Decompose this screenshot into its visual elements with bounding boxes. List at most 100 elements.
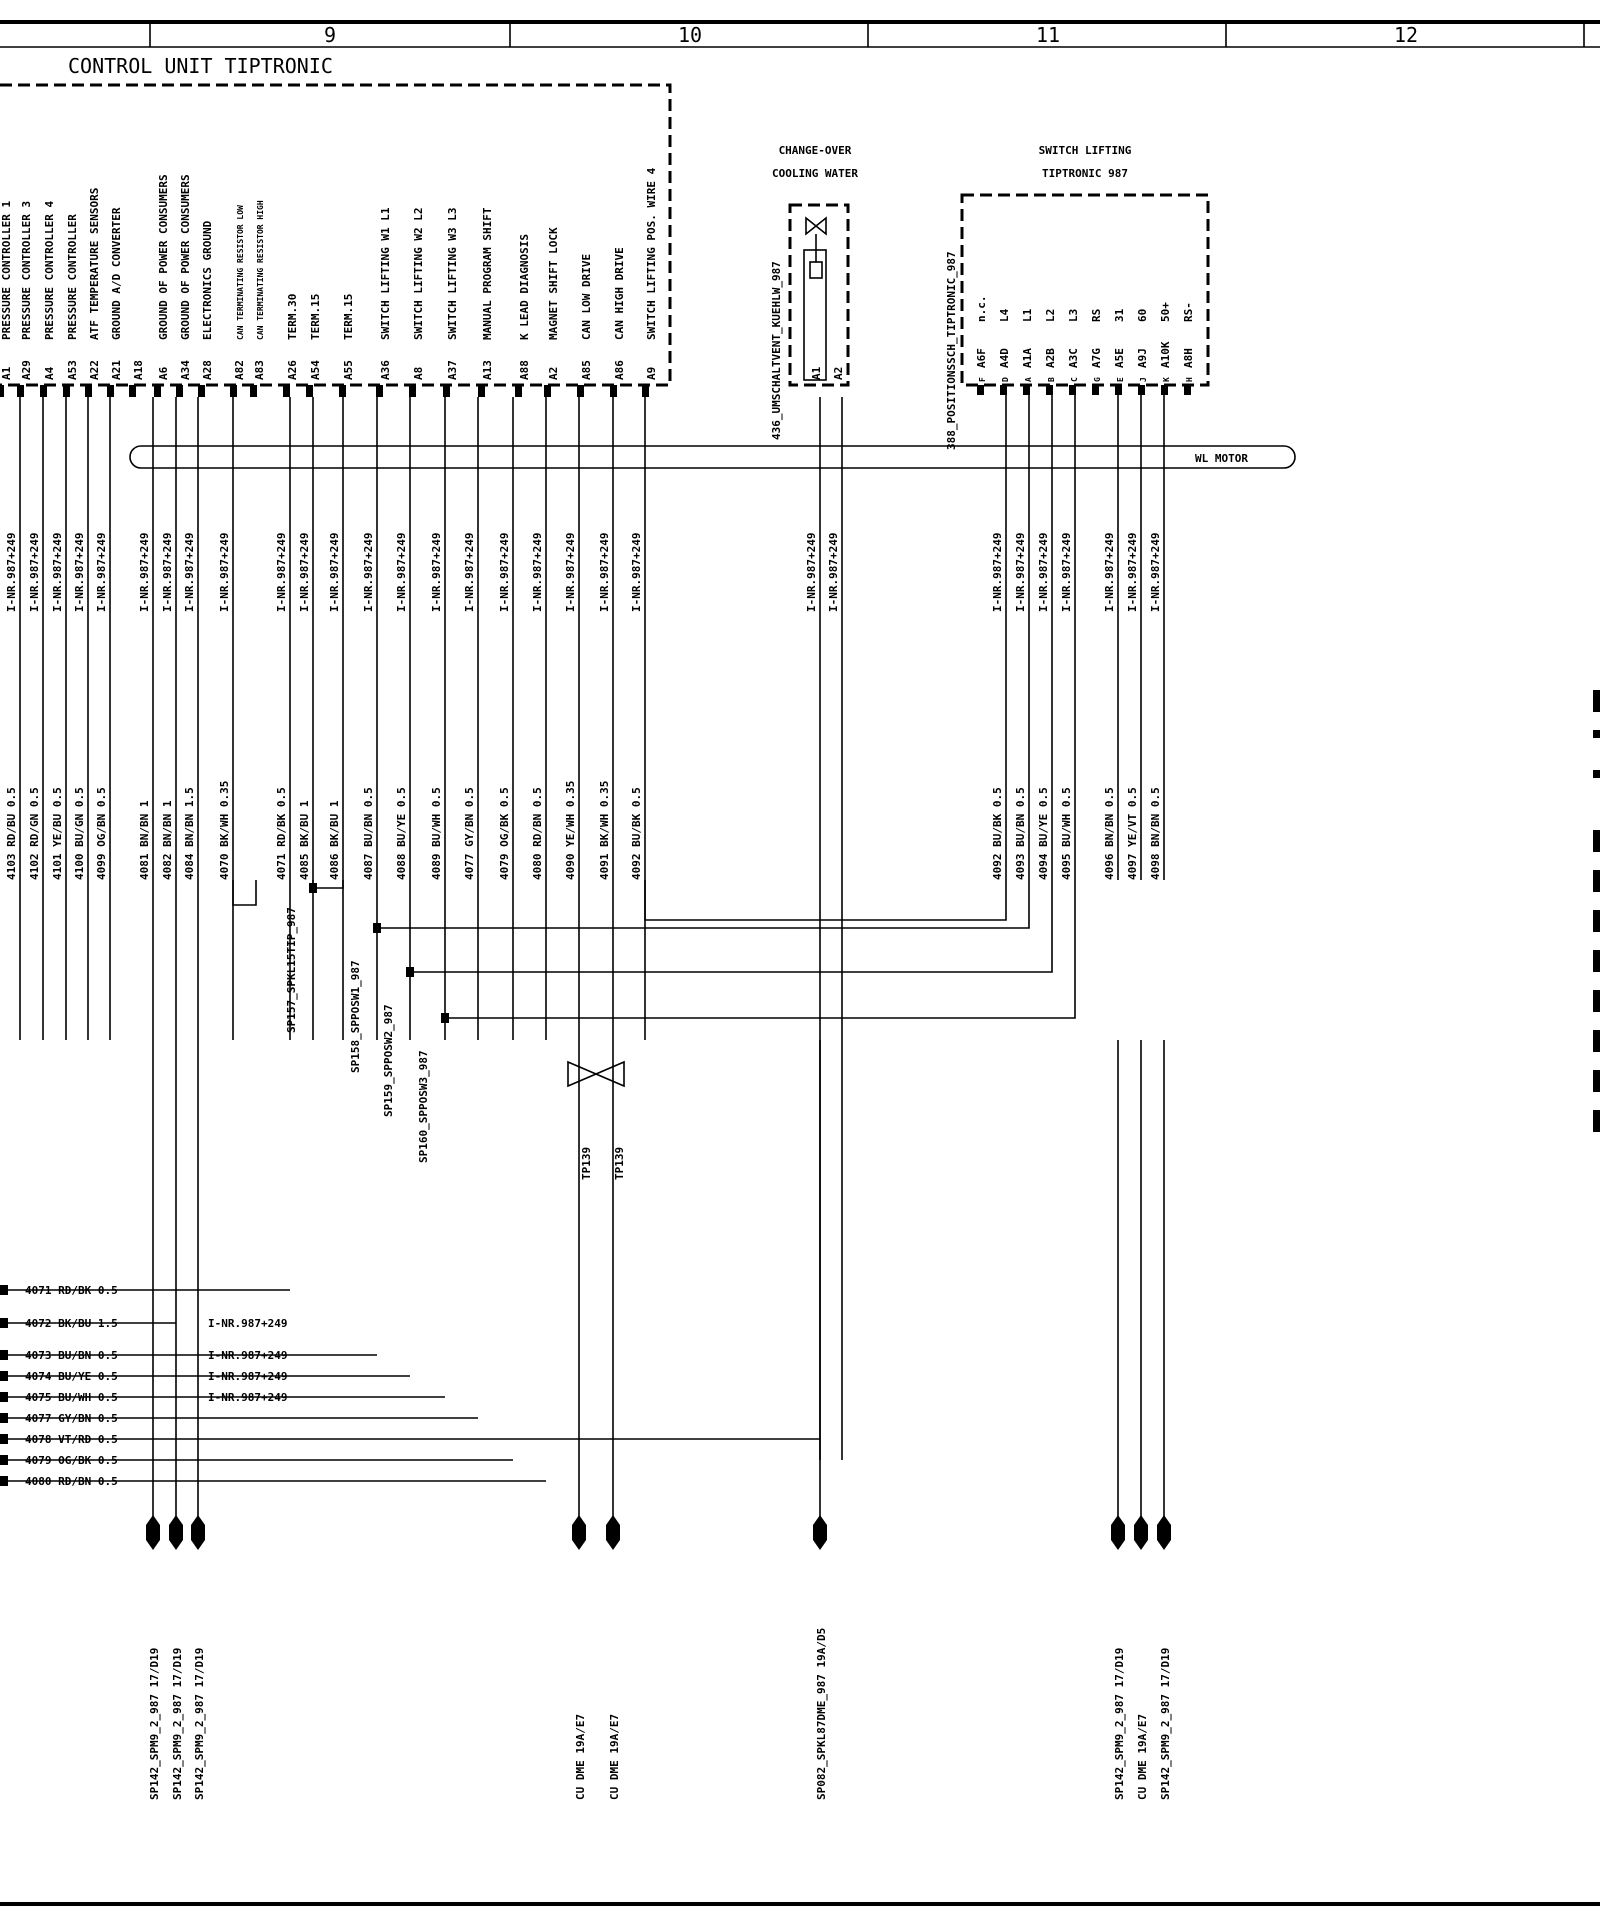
reference-label: SP142_SPM9_2_987 17/D19 [171,1648,184,1800]
cu-pin-number: A85 [580,360,593,380]
cu-pin-number: A9 [645,367,658,380]
wire-label: 4082 BN/BN 1 [161,800,174,880]
wire-inr-label: I-NR.987+249 [218,533,231,612]
cu-pin-label: GROUND A/D CONVERTER [110,207,123,340]
wire-inr-label: I-NR.987+249 [362,533,375,612]
connector-wire-label: 4073 BU/BN 0.5 [25,1349,118,1362]
terminal-arrow-icon [813,1515,827,1550]
connector-pin [0,1413,8,1423]
changeover-code: 436_UMSCHALTVENT_KUEHLW_987 [770,261,783,440]
connector-wire-label: 4075 BU/WH 0.5 [25,1391,118,1404]
wl-motor-harness: WL MOTOR [129,445,1296,469]
testpoint-label: TP139 [580,1147,593,1180]
terminal-arrow-icon [191,1515,205,1550]
connector-wire-label: 4078 VT/RD 0.5 [25,1433,118,1446]
wire-label: 4091 BK/WH 0.35 [598,781,611,880]
terminal-arrow-icon [572,1515,586,1550]
cu-pin-number: A34 [179,360,192,380]
cu-pin-terminal [478,385,485,397]
column-number-10: 10 [678,23,702,47]
sw-pin-terminal [1046,385,1053,395]
switch-wire-inr-label: I-NR.987+249 [1060,533,1073,612]
cu-pin-number: A29 [20,360,33,380]
sw-pin-label: L1 [1021,308,1034,322]
sw-pin-terminal [1138,385,1145,395]
cu-pin-label: CAN TERMINATING RESISTOR LOW [236,205,245,340]
sw-pin-letter: K [1162,377,1171,382]
splice-label: SP158_SPPOSW1_987 [349,960,362,1073]
sw-pin-number: A8H [1182,348,1195,368]
cu-pin-number: A83 [253,360,266,380]
sw-pin-label: 50+ [1159,302,1172,322]
cu-pin-label: SWITCH LIFTING W2 L2 [412,208,425,340]
sw-pin-terminal [1069,385,1076,395]
terminal-arrow-icon [1134,1515,1148,1550]
frame: 9 10 11 12 [0,20,1600,1906]
reference-label: CU DME 19A/E7 [1136,1714,1149,1800]
sw-pin-terminal [1023,385,1030,395]
column-number-11: 11 [1036,23,1060,47]
sw-pin-number: A9J [1136,348,1149,368]
cu-pin-label: K LEAD DIAGNOSIS [518,234,531,340]
cu-pin-terminal [107,385,114,397]
cu-pin-terminal [544,385,551,397]
sw-pin-label: L3 [1067,309,1080,322]
wire-label: 4099 OG/BN 0.5 [95,787,108,880]
connector-pin [0,1455,8,1465]
sw-pin-number: A7G [1090,348,1103,368]
wire-label: 4084 BN/BN 1.5 [183,787,196,880]
switch-wire-label: 4093 BU/BN 0.5 [1014,787,1027,880]
connector-pin [0,1350,8,1360]
wire-label: 4088 BU/YE 0.5 [395,787,408,880]
wire-label: 4101 YE/BU 0.5 [51,787,64,880]
connector-pin [0,1434,8,1444]
switch-lifting-code: 388_POSITIONSSCH_TIPTRONIC_987 [945,251,958,450]
cu-pin-number: A82 [233,360,246,380]
cu-pin-terminal [17,385,24,397]
sw-pin-label: n.c. [975,296,988,323]
connector-wire-label: 4080 RD/BN 0.5 [25,1475,118,1488]
valve-icon [803,216,827,381]
cu-pin-number: A28 [201,360,214,380]
cu-pin-terminal [176,385,183,397]
switch-wire-inr-label: I-NR.987+249 [991,533,1004,612]
connector-inr-label: I-NR.987+249 [208,1370,287,1383]
cu-pin-label: PRESSURE CONTROLLER 4 [43,201,56,340]
wire-inr-label: I-NR.987+249 [161,533,174,612]
wire-inr-label: I-NR.987+249 [275,533,288,612]
cu-pin-label: SWITCH LIFTING W1 L1 [379,207,392,340]
sw-pin-number: A3C [1067,348,1080,368]
cu-pin-label: ATF TEMPERATURE SENSORS [88,188,101,340]
cu-pin-label: CAN HIGH DRIVE [613,247,626,340]
wire-label: 4087 BU/BN 0.5 [362,787,375,880]
switch-wire-label: 4094 BU/YE 0.5 [1037,787,1050,880]
cu-pin-terminal [85,385,92,397]
wire-inr-label: I-NR.987+249 [564,533,577,612]
sw-pin-letter: G [1093,377,1102,382]
link-sp157 [312,880,344,889]
connector-pin [0,1285,8,1295]
cu-pin-label: TERM.30 [286,294,299,340]
link-4092 [644,880,1007,921]
cu-pin-label: TERM.15 [342,294,355,340]
cu-pin-label: GROUND OF POWER CONSUMERS [179,174,192,340]
wire-inr-label: I-NR.987+249 [598,533,611,612]
sw-pin-letter: D [1001,377,1010,382]
cu-pin-terminal [339,385,346,397]
cu-pin-terminal [306,385,313,397]
reference-label: SP142_SPM9_2_987 17/D19 [193,1648,206,1800]
wire-inr-label: I-NR.987+249 [51,533,64,612]
sw-pin-letter: B [1047,377,1056,382]
column-number-12: 12 [1394,23,1418,47]
connector-wire-label: 4079 OG/BK 0.5 [25,1454,118,1467]
link-sp159 [410,880,1053,973]
sw-pin-terminal [1000,385,1007,395]
changeover-pin-a2: A2 [832,367,845,380]
cu-pin-terminal [642,385,649,397]
wire-inr-label: I-NR.987+249 [498,533,511,612]
sw-pin-label: 31 [1113,308,1126,322]
cu-pin-terminal [230,385,237,397]
splice-dot [373,923,381,933]
wire-inr-label: I-NR.987+249 [298,533,311,612]
cu-pin-terminal [376,385,383,397]
